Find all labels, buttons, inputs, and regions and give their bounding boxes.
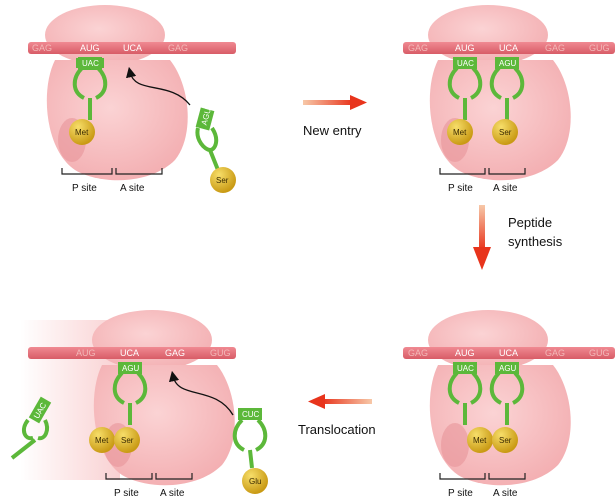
amino-acid <box>210 167 236 193</box>
mrna-strand <box>403 347 615 359</box>
a-site-bracket <box>155 473 193 480</box>
trna-incoming: AGU Ser <box>195 107 236 193</box>
amino-acid <box>467 427 493 453</box>
ribosome-small-subunit <box>428 5 548 65</box>
mrna-strand <box>403 42 615 54</box>
amino-label: Glu <box>249 477 261 486</box>
a-site-bracket <box>115 168 163 175</box>
codon: GAG <box>545 348 565 358</box>
ribosome-small-subunit <box>428 310 548 370</box>
p-site-label: P site <box>448 183 473 194</box>
p-site-label: P site <box>114 488 139 499</box>
trna-a-site: AGU <box>489 362 525 425</box>
codon: GAG <box>408 43 428 53</box>
anticodon: AGU <box>499 59 517 68</box>
codon: UCA <box>499 43 518 53</box>
amino-acid <box>492 427 518 453</box>
amino-label: Met <box>473 436 487 445</box>
trna-p-site: AGU <box>112 362 148 425</box>
a-site-bracket <box>488 168 526 175</box>
trna-leaving: UAC <box>10 396 52 460</box>
codon: GUG <box>210 348 231 358</box>
entry-arrow <box>126 66 191 106</box>
anticodon: AGU <box>122 364 140 373</box>
codon: GAG <box>408 348 428 358</box>
amino-acid <box>114 427 140 453</box>
step-translocation: Translocation <box>298 422 376 437</box>
codon: AUG <box>455 43 475 53</box>
amino-label: Met <box>95 436 109 445</box>
p-site-bracket <box>439 168 486 175</box>
codon: GUG <box>589 348 610 358</box>
trna-incoming: CUC Glu <box>232 408 268 494</box>
amino-acid <box>89 427 115 453</box>
a-site-label: A site <box>493 488 518 499</box>
a-site-label: A site <box>120 183 145 194</box>
anticodon: AGU <box>499 364 517 373</box>
step-arrow-right <box>303 100 353 105</box>
p-site-label: P site <box>448 488 473 499</box>
amino-acid <box>447 119 473 145</box>
amino-label: Ser <box>499 128 512 137</box>
ribosome-small-subunit <box>45 5 165 65</box>
step-arrow-left <box>322 399 372 404</box>
panel-2: GAG AUG UCA GAG GUG UAC Met AGU Ser P si… <box>403 5 615 194</box>
p-site-bracket <box>61 168 113 175</box>
codon: AUG <box>80 43 100 53</box>
p-site-label: P site <box>72 183 97 194</box>
codon: GAG <box>168 43 188 53</box>
mrna-strand <box>28 42 236 54</box>
codon: GUG <box>589 43 610 53</box>
amino-label: Ser <box>216 176 229 185</box>
ribosome-small-subunit <box>92 310 212 370</box>
codon: GAG <box>165 348 185 358</box>
amino-acid <box>492 119 518 145</box>
amino-acid <box>242 468 268 494</box>
anticodon: UAC <box>82 59 99 68</box>
anticodon: UAC <box>457 59 474 68</box>
p-site-bracket <box>439 473 486 480</box>
codon: AUG <box>76 348 96 358</box>
amino-label: Ser <box>499 436 512 445</box>
a-site-label: A site <box>493 183 518 194</box>
codon: UCA <box>123 43 142 53</box>
step-peptide-line2: synthesis <box>508 234 563 249</box>
step-peptide-line1: Peptide <box>508 215 552 230</box>
codon: UCA <box>120 348 139 358</box>
anticodon: CUC <box>242 410 260 419</box>
trna-p-site: UAC Met <box>69 57 108 145</box>
entry-arrow <box>168 370 234 416</box>
step-arrow-down <box>479 205 485 250</box>
trna-p-site: UAC Met <box>447 57 483 145</box>
codon: GAG <box>545 43 565 53</box>
panel-1: GAG AUG UCA GAG UAC Met AGU Ser P site A… <box>28 5 236 194</box>
p-site-bracket <box>105 473 153 480</box>
anticodon: UAC <box>457 364 474 373</box>
panel-4: AUG UCA GAG GUG UAC AGU Met Ser CUC Glu <box>10 310 268 499</box>
step-new-entry: New entry <box>303 123 362 138</box>
codon: AUG <box>455 348 475 358</box>
amino-label: Ser <box>121 436 134 445</box>
amino-acid <box>69 119 95 145</box>
trna-a-site: AGU Ser <box>489 57 525 145</box>
anticodon: AGU <box>200 107 213 126</box>
amino-label: Met <box>453 128 467 137</box>
panel-3: GAG AUG UCA GAG GUG UAC AGU Met Ser P si… <box>403 310 615 499</box>
a-site-label: A site <box>160 488 185 499</box>
trna-p-site: UAC <box>447 362 483 425</box>
a-site-bracket <box>488 473 526 480</box>
codon: UCA <box>499 348 518 358</box>
mrna-strand <box>28 347 236 359</box>
codon: GAG <box>32 43 52 53</box>
amino-label: Met <box>75 128 89 137</box>
